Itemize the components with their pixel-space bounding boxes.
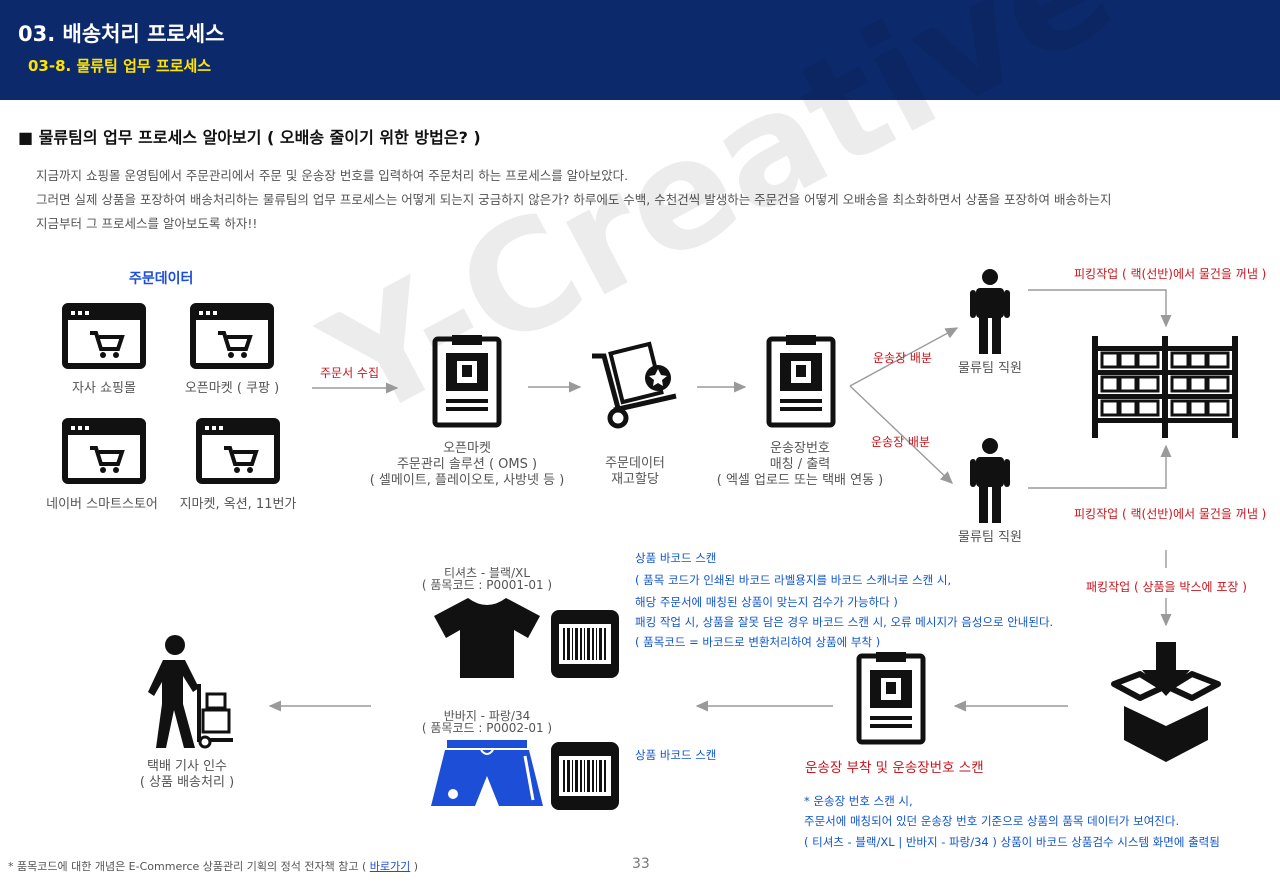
scan-note-4: 패킹 작업 시, 상품을 잘못 담은 경우 바코드 스캔 시, 오류 메시지가 … — [635, 615, 1054, 629]
distribute-label-2: 운송장 배분 — [871, 435, 931, 449]
person-icon — [970, 438, 1010, 523]
attach-note-1: * 운송장 번호 스캔 시, — [804, 794, 913, 808]
attach-title: 운송장 부착 및 운송장번호 스캔 — [805, 760, 984, 776]
product1-label-2: ( 품목코드 : P0001-01 ) — [421, 578, 553, 592]
packing-label: 패킹작업 ( 상품을 박스에 포장 ) — [1086, 580, 1247, 594]
scan-note-2: ( 품목 코드가 인쇄된 바코드 라벨용지를 바코드 스캐너로 스캔 시, — [635, 573, 952, 587]
shorts-icon — [431, 740, 543, 806]
invoice-label-2: 매칭 / 출력 — [769, 457, 831, 472]
order-data-title: 주문데이터 — [129, 271, 194, 287]
distribute-label-1: 운송장 배분 — [873, 351, 933, 365]
scan-note-3: 해당 주문서에 매칭된 상품이 맞는지 검수가 가능하다 ) — [635, 595, 898, 609]
channel-coupang: 오픈마켓 ( 쿠팡 ) — [184, 381, 280, 396]
channel-naver: 네이버 스마트스토어 — [46, 497, 158, 512]
product2-label-2: ( 품목코드 : P0002-01 ) — [421, 721, 553, 735]
stock-label-1: 주문데이터 — [605, 456, 665, 471]
oms-label-1: 오픈마켓 — [443, 441, 491, 456]
person-icon — [970, 269, 1010, 354]
intro-line-1: 지금까지 쇼핑몰 운영팀에서 주문관리에서 주문 및 운송장 번호를 입력하여 … — [36, 168, 629, 183]
invoice-document-icon — [766, 335, 836, 428]
scan-note-1: 상품 바코드 스캔 — [635, 551, 717, 565]
attach-note-3: ( 티셔츠 - 블랙/XL | 반바지 - 파랑/34 ) 상품이 바코드 상품… — [804, 835, 1220, 849]
footnote: * 품목코드에 대한 개념은 E-Commerce 상품관리 기획의 정석 전자… — [8, 858, 418, 874]
tshirt-icon — [434, 598, 540, 678]
shopping-window-icon — [196, 418, 280, 484]
staff-label-1: 물류팀 직원 — [958, 361, 1022, 376]
shopping-window-icon — [62, 303, 146, 369]
staff-label-2: 물류팀 직원 — [958, 530, 1022, 545]
barcode-icon — [551, 610, 619, 678]
product2-label-1: 반바지 - 파랑/34 — [443, 709, 531, 723]
invoice-document-icon — [856, 652, 926, 745]
page-title: 03. 배송처리 프로세스 — [18, 22, 225, 46]
stock-label-2: 재고할당 — [611, 472, 659, 487]
scan-label-2: 상품 바코드 스캔 — [635, 748, 717, 762]
header-bar: 03. 배송처리 프로세스 03-8. 물류팀 업무 프로세스 — [0, 0, 1280, 100]
order-document-icon — [432, 335, 502, 428]
intro-line-2: 그러면 실제 상품을 포장하여 배송처리하는 물류팀의 업무 프로세스는 어떻게… — [36, 192, 1112, 207]
packing-box-icon — [1111, 642, 1221, 762]
courier-label-2: ( 상품 배송처리 ) — [139, 775, 235, 790]
footnote-link[interactable]: 바로가기 — [369, 860, 411, 873]
section-title: ■ 물류팀의 업무 프로세스 알아보기 ( 오배송 줄이기 위한 방법은? ) — [18, 128, 481, 147]
invoice-label-1: 운송장번호 — [770, 441, 830, 456]
channel-gmarket: 지마켓, 옥션, 11번가 — [179, 497, 297, 512]
footnote-text: * 품목코드에 대한 개념은 E-Commerce 상품관리 기획의 정석 전자… — [8, 860, 370, 873]
shelf-rack-icon — [1092, 336, 1238, 438]
channel-own-mall: 자사 쇼핑몰 — [72, 381, 136, 396]
collect-label: 주문서 수집 — [320, 366, 380, 380]
picking-label-2: 피킹작업 ( 랙(선반)에서 물건을 꺼냄 ) — [1074, 507, 1267, 521]
page-number: 33 — [632, 856, 650, 872]
oms-label-3: ( 셀메이트, 플레이오토, 사방넷 등 ) — [369, 473, 565, 488]
page-subtitle: 03-8. 물류팀 업무 프로세스 — [28, 57, 212, 75]
intro-line-3: 지금부터 그 프로세스를 알아보도록 하자!! — [36, 216, 258, 231]
shopping-window-icon — [190, 303, 274, 369]
oms-label-2: 주문관리 솔루션 ( OMS ) — [396, 457, 538, 472]
hand-truck-icon — [592, 341, 677, 429]
invoice-label-3: ( 엑셀 업로드 또는 택배 연동 ) — [716, 473, 884, 488]
footnote-end: ) — [410, 860, 419, 873]
picking-label-1: 피킹작업 ( 랙(선반)에서 물건을 꺼냄 ) — [1074, 267, 1267, 281]
courier-person-icon — [148, 635, 233, 749]
shopping-window-icon — [62, 418, 146, 484]
product1-label-1: 티셔츠 - 블랙/XL — [443, 566, 531, 580]
courier-label-1: 택배 기사 인수 — [146, 759, 228, 774]
attach-note-2: 주문서에 매칭되어 있던 운송장 번호 기준으로 상품의 품목 데이터가 보여진… — [804, 814, 1180, 828]
scan-note-5: ( 품목코드 = 바코드로 변환처리하여 상품에 부착 ) — [635, 635, 881, 649]
barcode-icon — [551, 742, 619, 810]
